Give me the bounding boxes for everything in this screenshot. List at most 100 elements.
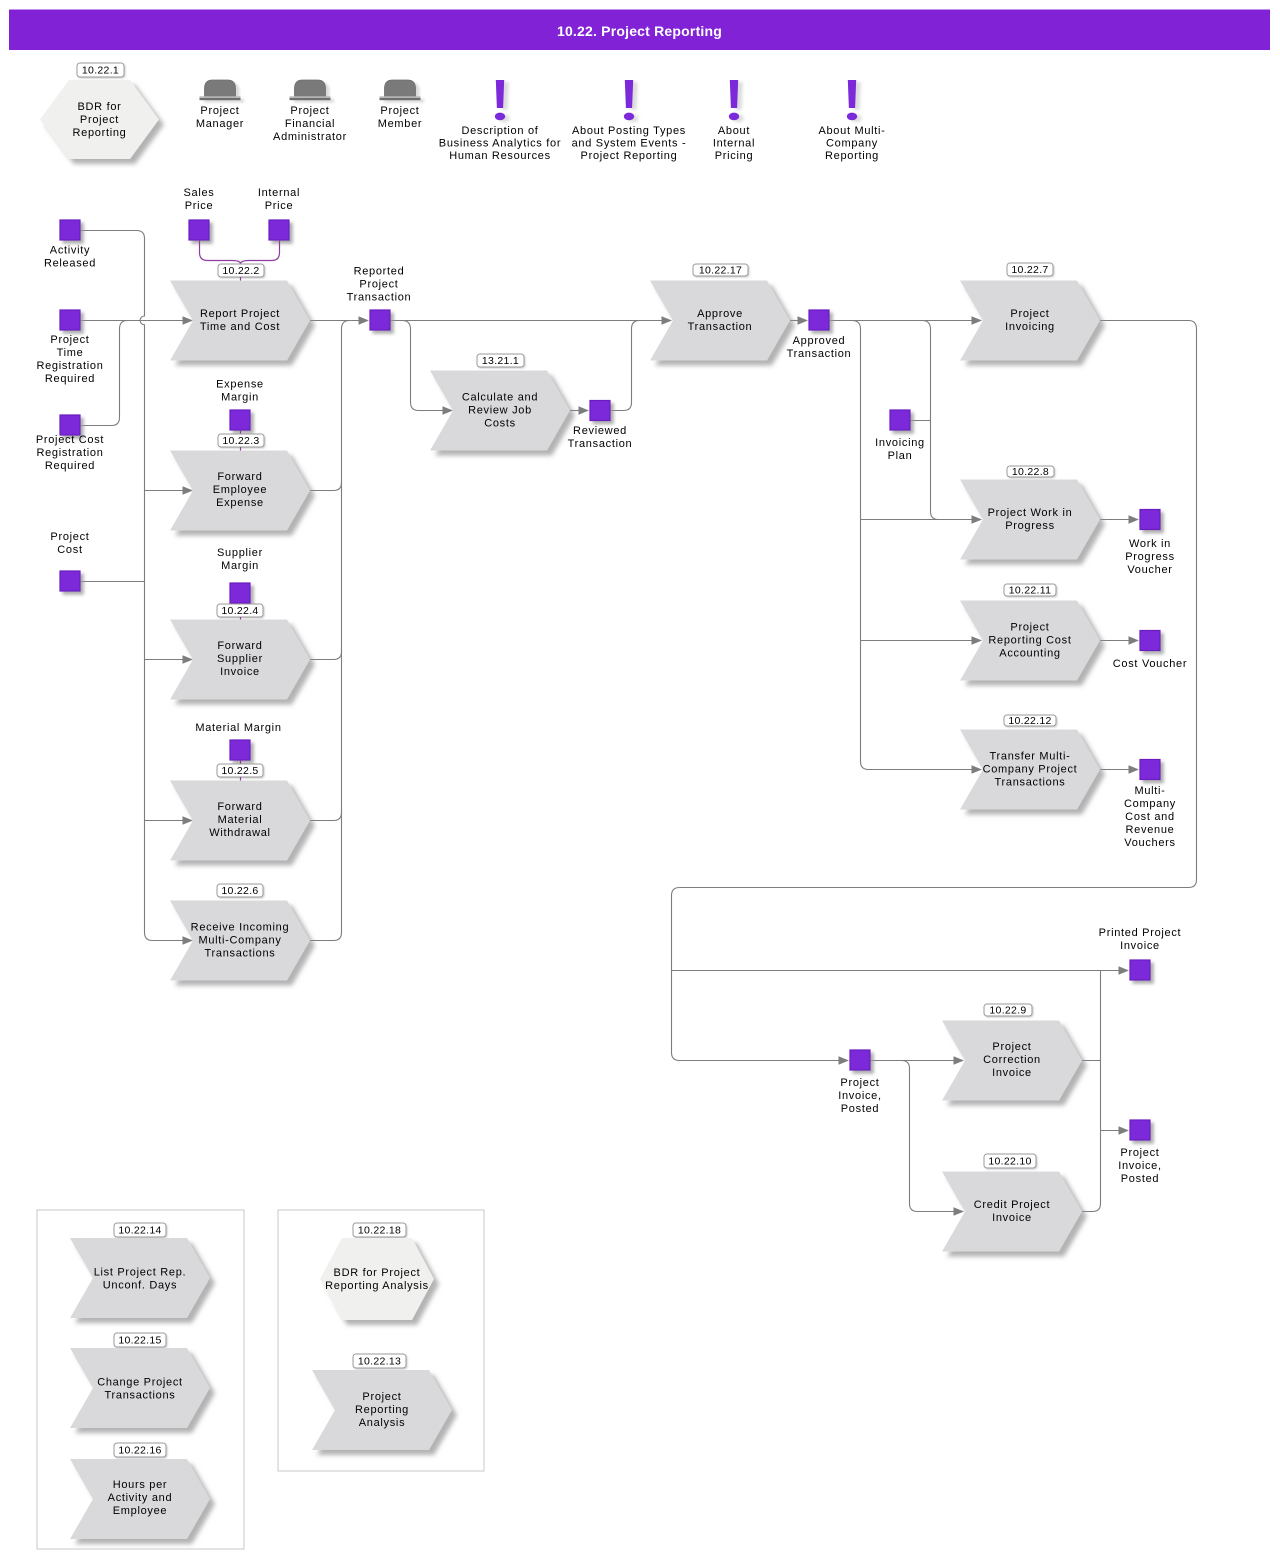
svg-text:Activity and: Activity and <box>108 1492 173 1504</box>
svg-text:Project: Project <box>840 1077 879 1089</box>
svg-text:Transactions: Transactions <box>995 777 1066 789</box>
svg-text:Transaction: Transaction <box>787 348 852 360</box>
svg-text:Cost: Cost <box>57 544 82 556</box>
svg-text:Reporting Cost: Reporting Cost <box>988 635 1071 647</box>
svg-text:Accounting: Accounting <box>999 648 1060 660</box>
svg-text:Employee: Employee <box>213 484 268 496</box>
svg-text:Project Reporting: Project Reporting <box>581 150 678 162</box>
svg-text:10.22.12: 10.22.12 <box>1008 715 1051 727</box>
svg-text:Project Work in: Project Work in <box>988 507 1073 519</box>
svg-text:Project: Project <box>992 1041 1031 1053</box>
svg-text:Forward: Forward <box>217 471 262 483</box>
svg-text:Printed Project: Printed Project <box>1099 927 1182 939</box>
svg-text:10.22.8: 10.22.8 <box>1012 466 1049 478</box>
svg-text:Transaction: Transaction <box>347 292 412 304</box>
svg-text:About: About <box>718 125 750 137</box>
svg-text:Unconf. Days: Unconf. Days <box>103 1280 177 1292</box>
svg-text:Sales: Sales <box>183 187 214 199</box>
svg-text:Posted: Posted <box>841 1103 879 1115</box>
svg-text:Reported: Reported <box>354 266 405 278</box>
svg-text:Work in: Work in <box>1129 538 1171 550</box>
svg-text:Posted: Posted <box>1121 1173 1159 1185</box>
svg-text:Description of: Description of <box>461 125 538 137</box>
svg-text:10.22.16: 10.22.16 <box>118 1445 161 1457</box>
svg-text:10.22.18: 10.22.18 <box>358 1225 401 1237</box>
svg-text:Internal: Internal <box>258 187 300 199</box>
svg-text:Credit Project: Credit Project <box>974 1199 1050 1211</box>
svg-text:Project: Project <box>50 334 89 346</box>
svg-text:Invoice,: Invoice, <box>838 1090 882 1102</box>
svg-text:Transfer Multi-: Transfer Multi- <box>990 751 1071 763</box>
svg-text:Receive Incoming: Receive Incoming <box>191 922 290 934</box>
svg-text:Expense: Expense <box>216 379 264 391</box>
svg-text:Invoicing: Invoicing <box>1005 321 1055 333</box>
svg-text:Invoice,: Invoice, <box>1118 1160 1162 1172</box>
svg-text:10.22. Project Reporting: 10.22. Project Reporting <box>557 23 722 39</box>
svg-text:BDR for: BDR for <box>77 101 121 113</box>
svg-text:Project: Project <box>80 114 119 126</box>
svg-text:10.22.9: 10.22.9 <box>989 1005 1026 1017</box>
svg-text:10.22.5: 10.22.5 <box>221 765 258 777</box>
svg-text:Transaction: Transaction <box>688 321 753 333</box>
svg-text:Plan: Plan <box>888 450 913 462</box>
svg-text:Supplier: Supplier <box>217 653 263 665</box>
svg-text:Reporting: Reporting <box>355 1404 409 1416</box>
svg-text:Price: Price <box>185 200 214 212</box>
svg-text:Time and Cost: Time and Cost <box>200 321 280 333</box>
svg-text:Withdrawal: Withdrawal <box>209 827 270 839</box>
svg-text:Financial: Financial <box>285 118 335 130</box>
svg-text:10.22.14: 10.22.14 <box>118 1225 161 1237</box>
svg-text:Material: Material <box>218 814 263 826</box>
svg-text:Calculate and: Calculate and <box>462 392 538 404</box>
svg-text:Approve: Approve <box>697 308 743 320</box>
svg-text:Expense: Expense <box>216 497 264 509</box>
svg-text:Multi-Company: Multi-Company <box>198 935 281 947</box>
svg-text:10.22.3: 10.22.3 <box>222 435 259 447</box>
svg-text:10.22.2: 10.22.2 <box>222 265 259 277</box>
svg-text:About Posting Types: About Posting Types <box>572 125 686 137</box>
svg-text:Forward: Forward <box>217 640 262 652</box>
svg-text:Project Cost: Project Cost <box>36 434 104 446</box>
svg-text:Activity: Activity <box>50 245 90 257</box>
svg-text:Business Analytics for: Business Analytics for <box>439 138 561 150</box>
svg-text:BDR for Project: BDR for Project <box>334 1267 421 1279</box>
svg-text:Hours per: Hours per <box>113 1479 168 1491</box>
svg-text:Project: Project <box>362 1391 401 1403</box>
svg-text:10.22.11: 10.22.11 <box>1009 585 1052 597</box>
svg-text:10.22.10: 10.22.10 <box>988 1156 1031 1168</box>
svg-text:Voucher: Voucher <box>1127 564 1172 576</box>
svg-text:Manager: Manager <box>196 118 244 130</box>
svg-text:10.22.1: 10.22.1 <box>82 65 119 77</box>
svg-text:Employee: Employee <box>113 1505 168 1517</box>
svg-text:Multi-: Multi- <box>1134 785 1165 797</box>
svg-text:Progress: Progress <box>1125 551 1175 563</box>
svg-text:Registration: Registration <box>36 360 103 372</box>
svg-text:Company Project: Company Project <box>983 764 1078 776</box>
svg-text:Project: Project <box>359 279 398 291</box>
svg-text:Transactions: Transactions <box>105 1390 176 1402</box>
svg-text:Invoice: Invoice <box>992 1067 1032 1079</box>
svg-text:10.22.4: 10.22.4 <box>221 605 258 617</box>
svg-text:Progress: Progress <box>1005 520 1055 532</box>
svg-text:Report Project: Report Project <box>200 308 280 320</box>
svg-text:Invoice: Invoice <box>220 666 260 678</box>
svg-text:Company: Company <box>826 138 878 150</box>
svg-text:Transaction: Transaction <box>568 438 633 450</box>
svg-text:Administrator: Administrator <box>273 131 347 143</box>
svg-text:10.22.13: 10.22.13 <box>358 1356 401 1368</box>
svg-text:Internal: Internal <box>713 138 755 150</box>
svg-text:Project: Project <box>50 531 89 543</box>
svg-text:Cost and: Cost and <box>1125 811 1175 823</box>
svg-text:Vouchers: Vouchers <box>1124 837 1175 849</box>
svg-text:Project: Project <box>380 105 419 117</box>
svg-text:Approved: Approved <box>793 335 846 347</box>
svg-text:10.22.15: 10.22.15 <box>118 1335 161 1347</box>
svg-text:Correction: Correction <box>983 1054 1041 1066</box>
svg-text:Invoicing: Invoicing <box>875 437 925 449</box>
svg-text:Costs: Costs <box>484 418 516 430</box>
svg-text:Required: Required <box>45 373 95 385</box>
svg-text:Cost Voucher: Cost Voucher <box>1113 658 1187 670</box>
svg-text:and System Events -: and System Events - <box>572 138 687 150</box>
svg-text:Released: Released <box>44 258 96 270</box>
svg-text:Revenue: Revenue <box>1126 824 1175 836</box>
